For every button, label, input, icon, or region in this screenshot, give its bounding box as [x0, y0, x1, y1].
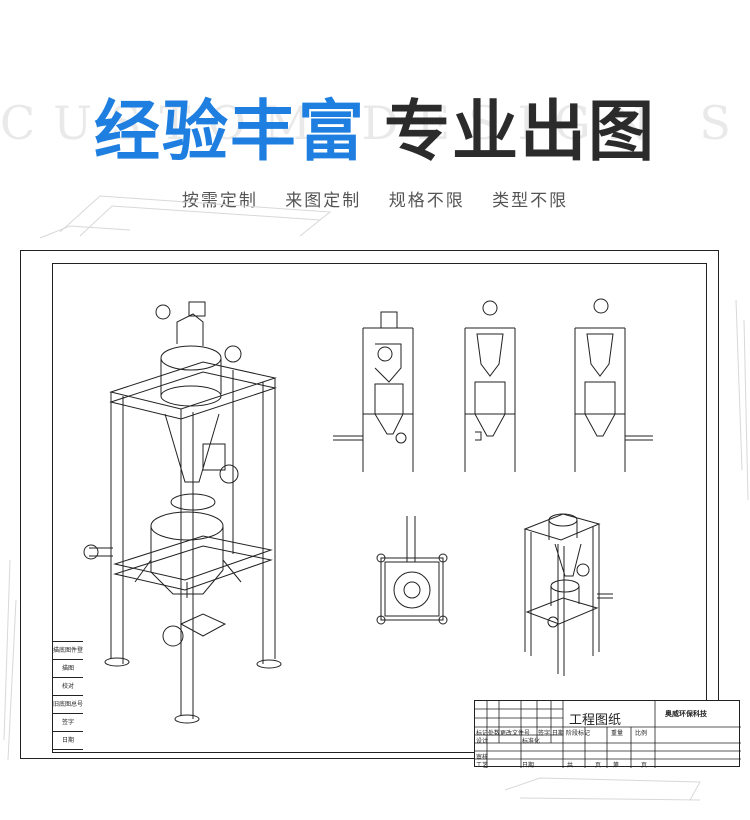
subtitle: 按需定制 来图定制 规格不限 类型不限	[0, 186, 750, 211]
tb-cell: 审核	[476, 754, 489, 761]
tb-cell: 处数	[488, 730, 501, 737]
main-isometric-view	[83, 301, 282, 724]
engineering-drawing	[83, 298, 653, 724]
tb-cell: 阶段标记	[566, 730, 591, 737]
tb-cell: 第	[613, 762, 620, 769]
side-cell: 校对	[53, 678, 83, 696]
drawing-sheet: 描底图件登记 描图 校对 旧底图总号 签字 日期 工程图纸 奥威环保科技 标记 …	[20, 250, 741, 769]
title-block-grid	[475, 701, 741, 768]
tb-cell: 签字	[538, 730, 551, 737]
side-cell: 旧底图总号	[53, 696, 83, 714]
title-block-company: 奥威环保科技	[665, 710, 707, 718]
side-cell: 签字	[53, 714, 83, 732]
tb-cell: 日期	[522, 762, 535, 769]
tb-cell: 比例	[635, 730, 648, 737]
side-cell: 描图	[53, 660, 83, 678]
tb-cell: 工艺	[476, 762, 489, 769]
headline: 经验丰富专业出图	[0, 78, 750, 174]
tb-cell: 页	[595, 762, 602, 769]
side-cell: 日期	[53, 732, 83, 750]
tb-cell: 重量	[611, 730, 624, 737]
side-cell: 描底图件登记	[53, 642, 83, 660]
headline-blue: 经验丰富	[94, 93, 366, 170]
tb-cell: 设计	[476, 738, 489, 745]
headline-dark: 专业出图	[384, 93, 656, 170]
revision-side-block: 描底图件登记 描图 校对 旧底图总号 签字 日期	[53, 641, 83, 762]
tb-cell: 更改文件号	[500, 730, 531, 737]
subtitle-item: 规格不限	[388, 191, 465, 211]
tb-cell: 标准化	[522, 738, 541, 745]
drawing-frame: 描底图件登记 描图 校对 旧底图总号 签字 日期 工程图纸 奥威环保科技 标记 …	[52, 263, 741, 769]
subtitle-item: 类型不限	[492, 191, 569, 211]
title-block-title: 工程图纸	[569, 713, 622, 728]
title-block: 工程图纸 奥威环保科技 标记 处数 更改文件号 签字 日期 设计 标准化 阶段标…	[474, 700, 741, 769]
tb-cell: 标记	[476, 730, 489, 737]
subtitle-item: 来图定制	[285, 191, 362, 211]
small-isometric-view	[523, 513, 613, 676]
front-elevation-views	[333, 298, 653, 472]
tb-cell: 共	[567, 762, 574, 769]
tb-cell: 日期	[552, 730, 565, 737]
tb-cell: 页	[641, 762, 648, 769]
plan-view	[376, 516, 448, 625]
background-watermark: CUSTOM DESIGN SUPPORT	[0, 96, 750, 150]
